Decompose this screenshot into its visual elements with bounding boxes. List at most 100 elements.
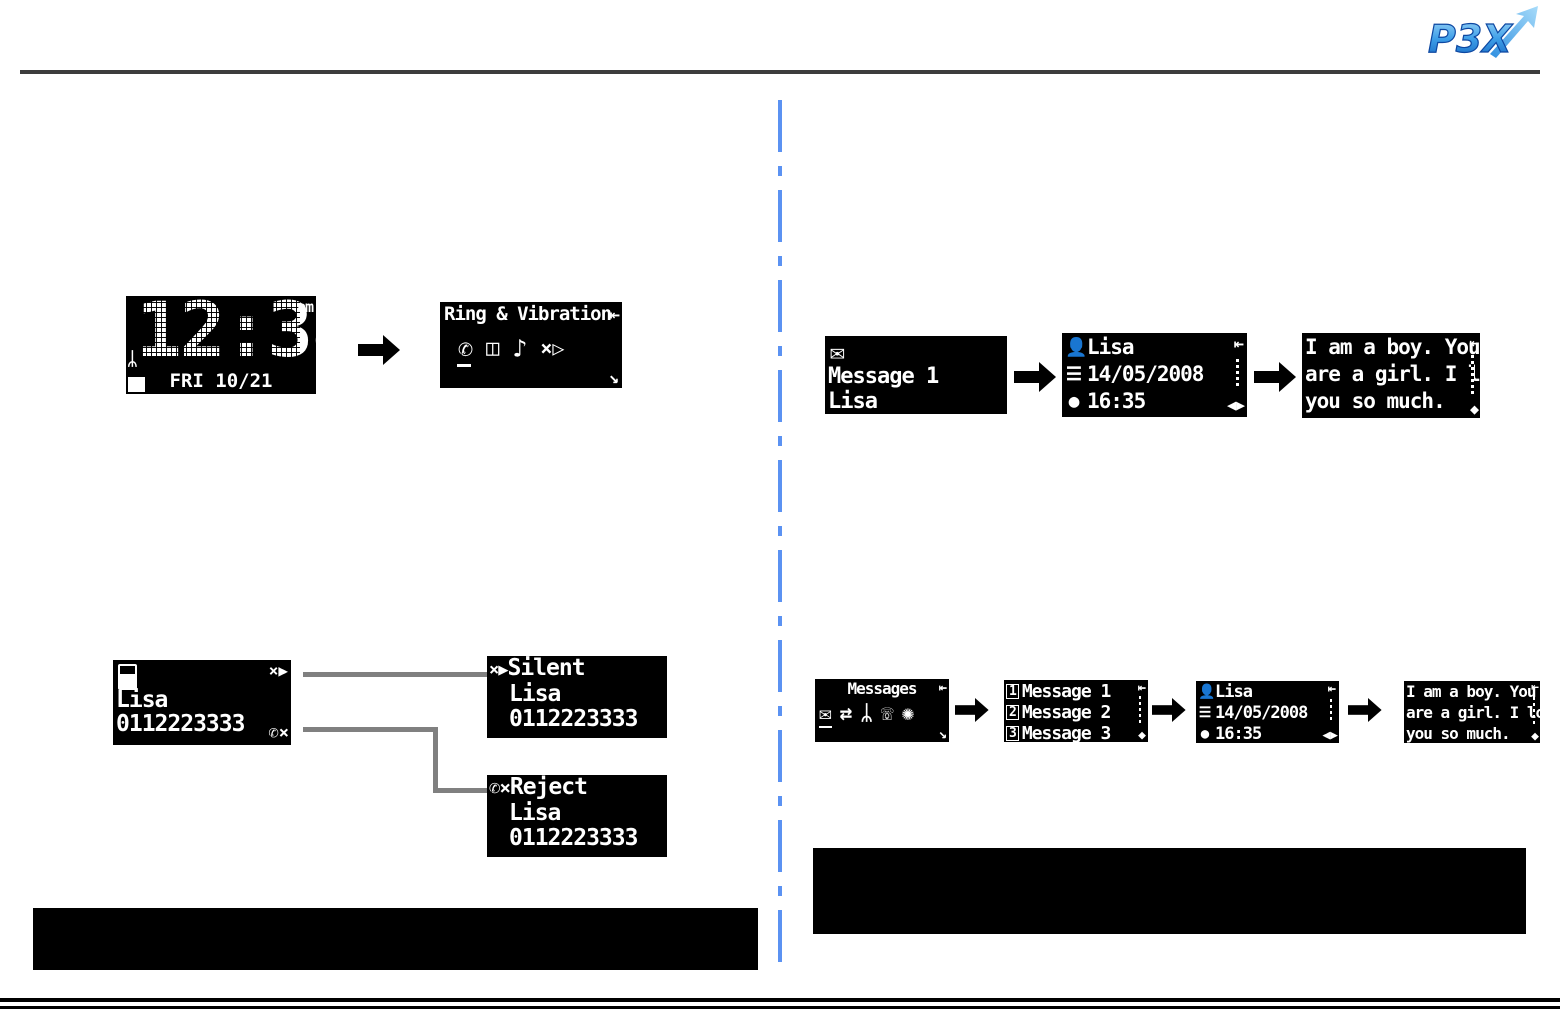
connector-to-reject-v	[433, 727, 438, 793]
right-caption-bar	[813, 848, 1526, 934]
reject-icon: ✆×	[489, 777, 511, 799]
body-line-1: I am a boy. You	[1406, 682, 1536, 701]
silent-action-icon[interactable]: ×▶	[268, 661, 288, 680]
detail-date: 14/05/2008	[1087, 362, 1204, 386]
detail-sender-row: 👤 Lisa	[1065, 335, 1135, 359]
person-icon: 👤	[1065, 336, 1087, 358]
settings-icon[interactable]: ✺	[901, 701, 915, 725]
headset-icon[interactable]: ☏	[880, 701, 894, 725]
envelope-icon: ✉	[830, 337, 846, 366]
battery-icon	[128, 377, 145, 392]
list-item[interactable]: 2 Message 2	[1006, 702, 1111, 723]
clock-icon: ●	[1200, 726, 1209, 742]
ring-only-mode[interactable]: ♪	[512, 334, 528, 363]
lcd-message-detail-screen[interactable]: 👤 Lisa ☰ 14/05/2008 ● 16:35 ⇤ ◀▶	[1062, 333, 1247, 417]
lcd-message-body-screen[interactable]: I am a boy. You are a girl. I love you s…	[1302, 333, 1480, 418]
silent-icon: ×▶	[489, 660, 509, 680]
footer-rule-bottom	[0, 1006, 1560, 1009]
body-line-2: are a girl. I love	[1406, 703, 1540, 722]
connector-to-silent	[303, 672, 491, 677]
list-index: 1	[1006, 684, 1019, 699]
down-arrow-icon[interactable]: ◆	[1469, 400, 1479, 418]
left-right-arrow-icon[interactable]: ◀▶	[1322, 728, 1338, 743]
list-index: 2	[1006, 705, 1019, 720]
clock-meridiem: am	[296, 298, 314, 316]
list-item[interactable]: 1 Message 1	[1006, 681, 1112, 702]
header-rule	[20, 70, 1540, 74]
message-preview-title: Message 1	[828, 364, 939, 389]
return-icon[interactable]: ⇤	[1469, 333, 1479, 352]
down-arrow-icon[interactable]: ◆	[1138, 728, 1146, 742]
return-icon[interactable]: ⇤	[609, 305, 620, 325]
scrollbar[interactable]	[1330, 699, 1332, 723]
handset-icon	[118, 664, 137, 690]
lcd-message-body-screen-2[interactable]: I am a boy. You are a girl. I love you s…	[1404, 681, 1540, 743]
clock-date: FRI 10/21	[169, 370, 273, 392]
footer-rule-top	[0, 998, 1560, 1002]
caller-name: Lisa	[116, 687, 168, 713]
p3x-logo: P3X	[1420, 2, 1540, 66]
return-icon[interactable]: ⇤	[1137, 680, 1146, 696]
detail-sender: Lisa	[1215, 682, 1253, 702]
return-icon[interactable]: ⇤	[1233, 334, 1244, 354]
silent-option-header: ×▶Silent	[489, 656, 586, 681]
person-icon: 👤	[1198, 684, 1215, 700]
bluetooth-icon[interactable]: ᛦ	[860, 701, 873, 725]
next-arrow-icon[interactable]: ↘	[608, 368, 619, 388]
lcd-message-detail-screen-2[interactable]: 👤 Lisa ☰ 14/05/2008 ● 16:35 ⇤ ◀▶	[1196, 681, 1339, 743]
clock-time: 12:38	[136, 296, 316, 374]
lcd-reject-option-screen[interactable]: ✆×Reject Lisa 0112223333	[487, 775, 667, 857]
call-transfer-icon[interactable]: ⇄	[839, 701, 853, 725]
calendar-icon: ☰	[1065, 363, 1082, 385]
list-label: Message 1	[1021, 681, 1112, 702]
connector-to-reject-h1	[303, 727, 438, 732]
scrollbar[interactable]	[1471, 355, 1474, 395]
body-line-3: you so much.	[1406, 724, 1511, 743]
down-arrow-icon[interactable]: ◆	[1531, 729, 1539, 743]
bluetooth-icon: ᛦ	[127, 349, 138, 370]
messages-icon[interactable]: ✉	[819, 701, 832, 728]
list-item[interactable]: 3 Message 3	[1006, 723, 1112, 742]
detail-date: 14/05/2008	[1215, 703, 1308, 723]
lcd-ring-vibration-screen[interactable]: Ring & Vibration ⇤ ✆ ◫ ♪ ×▷ ↘	[440, 302, 622, 388]
message-preview-sender: Lisa	[828, 389, 878, 414]
menu-icon-list: ✉ ⇄ ᛦ ☏ ✺	[819, 701, 915, 728]
lcd-message-list-screen[interactable]: 1 Message 1 2 Message 2 3 Message 3 ⇤ ◆	[1004, 680, 1148, 742]
list-label: Message 3	[1021, 723, 1112, 742]
next-arrow-icon[interactable]: ↘	[938, 726, 947, 742]
detail-time-row: ● 16:35	[1065, 389, 1147, 413]
scrollbar[interactable]	[1236, 359, 1239, 389]
lcd-clock-screen[interactable]: 12:38 am ᛦ FRI 10/21	[126, 296, 316, 394]
scrollbar[interactable]	[1139, 696, 1141, 726]
reject-option-header: ✆×Reject	[489, 775, 588, 800]
return-icon[interactable]: ⇤	[1531, 681, 1539, 695]
lcd-main-menu-screen[interactable]: Messages ⇤ ✉ ⇄ ᛦ ☏ ✺ ↘	[815, 679, 949, 742]
body-line-3: you so much.	[1305, 389, 1446, 413]
detail-sender-row: 👤 Lisa	[1198, 682, 1253, 702]
lcd-message-preview-screen[interactable]: ✉ Message 1 Lisa	[825, 336, 1007, 414]
silent-mode[interactable]: ×▷	[540, 336, 565, 360]
ring-and-vibrate-mode[interactable]: ✆	[456, 334, 474, 367]
scrollbar[interactable]	[1533, 697, 1535, 725]
left-caption-bar	[33, 908, 758, 970]
connector-to-reject-h2	[433, 788, 491, 793]
silent-option-number: 0112223333	[509, 706, 638, 732]
left-right-arrow-icon[interactable]: ◀▶	[1226, 396, 1245, 414]
return-icon[interactable]: ⇤	[1327, 681, 1336, 697]
menu-title: Messages	[847, 679, 917, 698]
detail-sender: Lisa	[1087, 335, 1135, 359]
body-line-2: are a girl. I love	[1305, 362, 1480, 386]
reject-action-icon[interactable]: ✆×	[268, 723, 289, 743]
column-divider	[778, 100, 782, 968]
lcd-incoming-call-screen[interactable]: ×▶ Lisa 0112223333 ✆×	[113, 660, 291, 745]
lcd-silent-option-screen[interactable]: ×▶Silent Lisa 0112223333	[487, 656, 667, 738]
return-icon[interactable]: ⇤	[938, 680, 947, 696]
reject-option-name: Lisa	[509, 800, 561, 826]
detail-date-row: ☰ 14/05/2008	[1065, 362, 1205, 386]
detail-time-row: ● 16:35	[1198, 724, 1262, 743]
detail-date-row: ☰ 14/05/2008	[1198, 703, 1309, 723]
calendar-icon: ☰	[1198, 705, 1212, 721]
clock-icon: ●	[1068, 390, 1080, 412]
vibrate-only-mode[interactable]: ◫	[486, 336, 500, 361]
detail-time: 16:35	[1087, 389, 1146, 413]
